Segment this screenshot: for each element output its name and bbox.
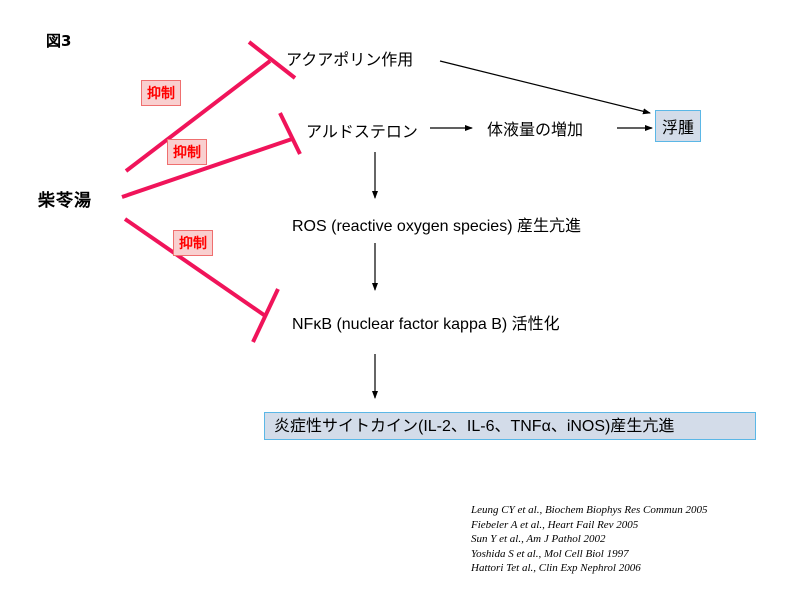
reference-item: Leung CY et al., Biochem Biophys Res Com…	[471, 504, 708, 516]
arrow-aquaporin-to-edema	[439, 60, 651, 115]
inhibit-bar-aldosterone	[278, 112, 302, 155]
inhibit-line-nfkb	[123, 217, 266, 317]
reference-item: Sun Y et al., Am J Pathol 2002	[471, 533, 606, 545]
node-aldosterone: アルドステロン	[306, 124, 418, 141]
inhibit-bar-aquaporin	[247, 40, 297, 80]
node-aquaporin: アクアポリン作用	[286, 52, 414, 69]
node-nfkb: NFκB (nuclear factor kappa B) 活性化	[292, 316, 560, 333]
node-ros: ROS (reactive oxygen species) 産生亢進	[292, 218, 581, 235]
references: Leung CY et al., Biochem Biophys Res Com…	[471, 503, 707, 576]
reference-item: Fiebeler A et al., Heart Fail Rev 2005	[471, 518, 639, 531]
reference-item: Yoshida S et al., Mol Cell Biol 1997	[471, 547, 629, 560]
herb-node: 柴苓湯	[38, 191, 92, 211]
inhibit-line-aldosterone	[121, 137, 293, 199]
inhibit-line-aquaporin	[124, 59, 272, 173]
node-fluid-volume: 体液量の増加	[487, 122, 584, 139]
inhibit-label-nfkb: 抑制	[173, 230, 213, 256]
inhibit-label-aquaporin: 抑制	[141, 80, 181, 106]
inhibit-bar-nfkb	[251, 288, 280, 343]
node-edema: 浮腫	[655, 110, 702, 142]
reference-item: Hattori Tet al., Clin Exp Nephrol 2006	[471, 562, 641, 574]
node-cytokines: 炎症性サイトカイン(IL-2、IL-6、TNFα、iNOS)産生亢進	[264, 412, 756, 440]
inhibit-label-aldosterone: 抑制	[167, 139, 207, 165]
figure-label: 図3	[46, 32, 72, 50]
